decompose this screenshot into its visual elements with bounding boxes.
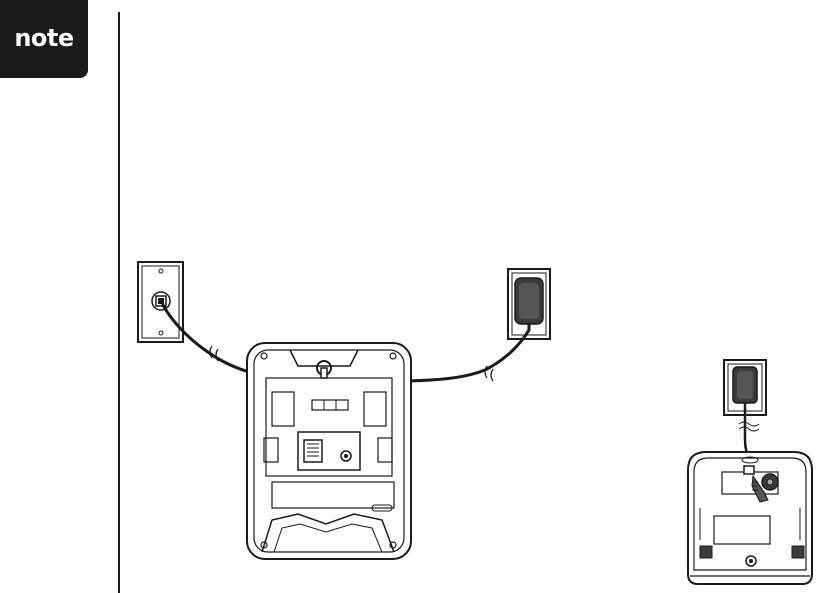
telephone-wall-jack-icon xyxy=(138,262,183,342)
power-outlet-adapter-icon xyxy=(724,360,766,465)
wall-mount-base-icon xyxy=(247,343,411,559)
desktop-base-icon xyxy=(688,452,812,584)
